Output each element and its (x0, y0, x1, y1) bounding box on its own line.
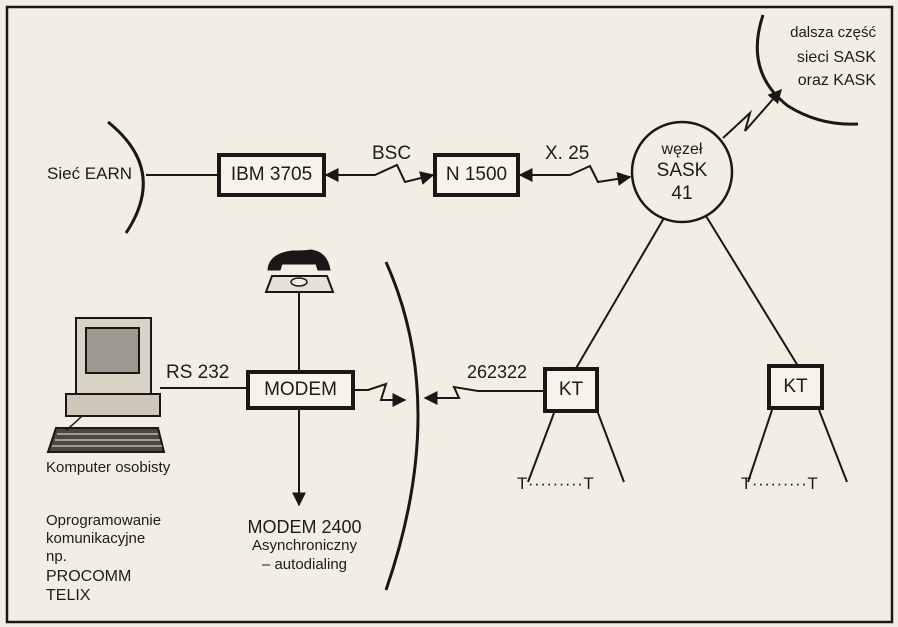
sieci-sask-label: sieci SASK (796, 49, 876, 66)
number-label: 262322 (467, 362, 528, 382)
x25-link (518, 164, 632, 186)
bsc-label: BSC (372, 143, 412, 164)
n1500-label: N 1500 (445, 164, 508, 185)
oprogramowanie-label: Oprogramowanie (46, 512, 162, 529)
kt-left-term1-line (527, 412, 555, 483)
autodialing-label: – autodialing (261, 556, 348, 573)
dialup-network-arc (384, 261, 420, 591)
n1500-node: N 1500 (433, 153, 520, 197)
np-label: np. (46, 548, 67, 565)
kt-left-term2-line (597, 412, 625, 483)
sask-node-circle (630, 120, 734, 224)
sask-far-link (722, 88, 782, 139)
bsc-link (324, 163, 435, 185)
ibm-3705-node: IBM 3705 (217, 153, 326, 197)
kt-right-node: KT (767, 364, 824, 410)
sask-kask-arc (755, 14, 859, 126)
diagram-frame (5, 5, 894, 624)
komunikacyjne-label: komunikacyjne (46, 530, 146, 547)
telephone-icon (264, 249, 335, 293)
oraz-kask-label: oraz KASK (797, 72, 876, 89)
x25-label: X. 25 (545, 143, 590, 164)
kt-right-term1-line (747, 409, 773, 483)
kt-right-term2-line (818, 409, 848, 483)
terminals-left-label: T·········T (517, 474, 595, 493)
siec-earn-label: Sieć EARN (47, 164, 133, 183)
modem-node: MODEM (246, 370, 355, 410)
kt-left-label: KT (558, 379, 584, 400)
modem-label: MODEM (264, 379, 337, 400)
terminals-right-label: T·········T (741, 474, 819, 493)
modem-2400-label: MODEM 2400 (247, 517, 362, 537)
sask-kt-left-line (574, 217, 665, 371)
rs232-label: RS 232 (166, 362, 230, 383)
modem-dialup-link (355, 382, 407, 407)
dalsza-czesc-label: dalsza część (790, 24, 876, 41)
sask-kt-right-line (705, 215, 799, 367)
earn-network-arc (107, 120, 145, 234)
kt-right-label: KT (783, 376, 808, 397)
kt-dialup-link (423, 385, 543, 405)
kt-left-node: KT (543, 367, 599, 413)
wezel-label: węzeł (661, 141, 703, 158)
asynchroniczny-label: Asynchroniczny (251, 537, 358, 554)
procomm-label: PROCOMM (46, 568, 132, 585)
sask-label: SASK (656, 160, 708, 181)
ibm-3705-label: IBM 3705 (230, 164, 313, 185)
personal-computer-icon (46, 317, 166, 453)
telix-label: TELIX (46, 587, 91, 604)
node-number-label: 41 (671, 183, 693, 204)
komputer-label: Komputer osobisty (46, 459, 171, 476)
